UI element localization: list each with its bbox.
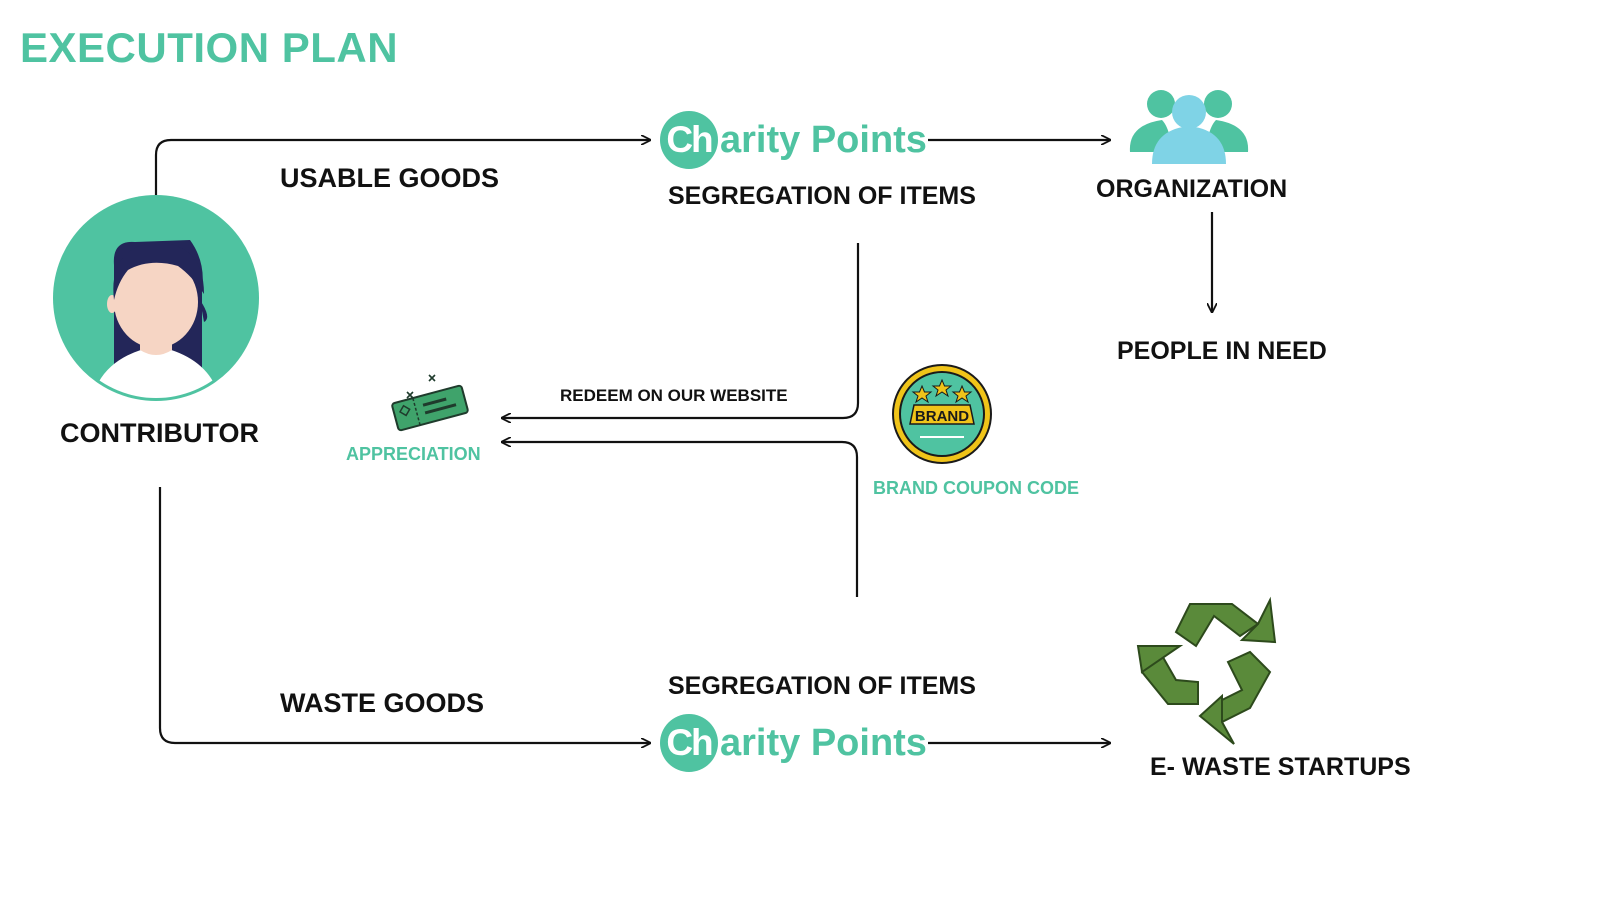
contributor-label: CONTRIBUTOR <box>60 418 259 448</box>
people-in-need-label: PEOPLE IN NEED <box>1117 337 1327 365</box>
recycle-icon <box>1136 596 1277 745</box>
brand-coupon-label: BRAND COUPON CODE <box>873 478 1080 498</box>
logo-badge: Ch <box>660 714 718 772</box>
appreciation-label: APPRECIATION <box>346 444 481 464</box>
brand-badge-text: BRAND <box>915 408 969 425</box>
usable-goods-label: USABLE GOODS <box>280 163 500 193</box>
usable-goods-arrow <box>154 140 650 197</box>
group-icon <box>1129 90 1249 164</box>
waste-goods-label: WASTE GOODS <box>280 688 485 718</box>
redeem-arrow <box>502 243 860 418</box>
redeem-label: REDEEM ON OUR WEBSITE <box>560 386 788 405</box>
organization-label: ORGANIZATION <box>1096 175 1288 203</box>
logo-text: arity Points <box>720 118 927 161</box>
logo-text: arity Points <box>720 721 927 764</box>
waste-goods-arrow <box>158 487 650 743</box>
avatar-icon <box>53 195 259 401</box>
segregation-top-label: SEGREGATION OF ITEMS <box>668 182 976 210</box>
charity-points-logo-bottom: Ch arity Points <box>660 711 927 775</box>
coupon-arrow <box>502 442 859 597</box>
logo-badge: Ch <box>660 111 718 169</box>
e-waste-startups-label: E- WASTE STARTUPS <box>1150 753 1411 781</box>
page-title: EXECUTION PLAN <box>20 24 399 71</box>
segregation-bottom-label: SEGREGATION OF ITEMS <box>668 672 976 700</box>
ticket-icon <box>391 384 469 432</box>
charity-points-logo-top: Ch arity Points <box>660 108 927 172</box>
brand-badge-icon: BRAND <box>892 364 992 464</box>
